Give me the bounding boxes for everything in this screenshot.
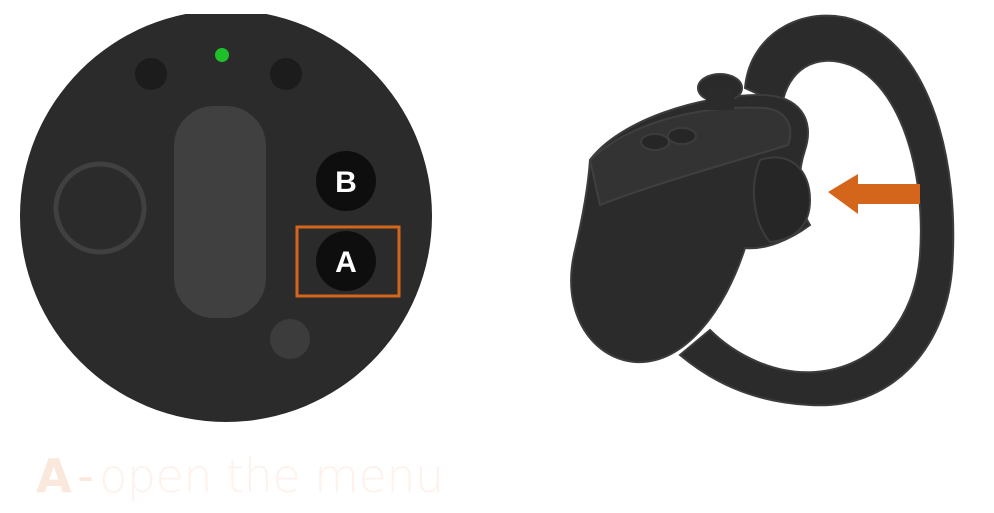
controller-side-diagram [570, 14, 955, 407]
controller-face-diagram: B A [20, 14, 432, 422]
trackpad-area [174, 106, 266, 318]
status-led-icon [215, 48, 229, 62]
side-button-1 [640, 133, 670, 151]
a-button-label: A [335, 246, 357, 279]
b-button[interactable]: B [316, 151, 376, 211]
caption-separator: - [77, 449, 94, 503]
arrow-icon [828, 174, 920, 214]
a-button-highlight [295, 225, 401, 298]
a-button[interactable]: A [316, 231, 376, 291]
caption: A-open the menu [36, 446, 444, 506]
trigger [753, 156, 812, 244]
face-sensor-right [270, 58, 302, 90]
face-sensor-left [135, 58, 167, 90]
side-button-2 [667, 127, 697, 145]
menu-button-small [270, 319, 310, 359]
caption-description: open the menu [99, 449, 444, 503]
b-button-label: B [335, 166, 357, 199]
caption-key: A [36, 449, 72, 503]
controller-top-surface [588, 106, 792, 207]
thumbstick-ring [53, 161, 147, 255]
thumbstick-stem [706, 88, 734, 110]
tracking-ring [678, 14, 955, 407]
